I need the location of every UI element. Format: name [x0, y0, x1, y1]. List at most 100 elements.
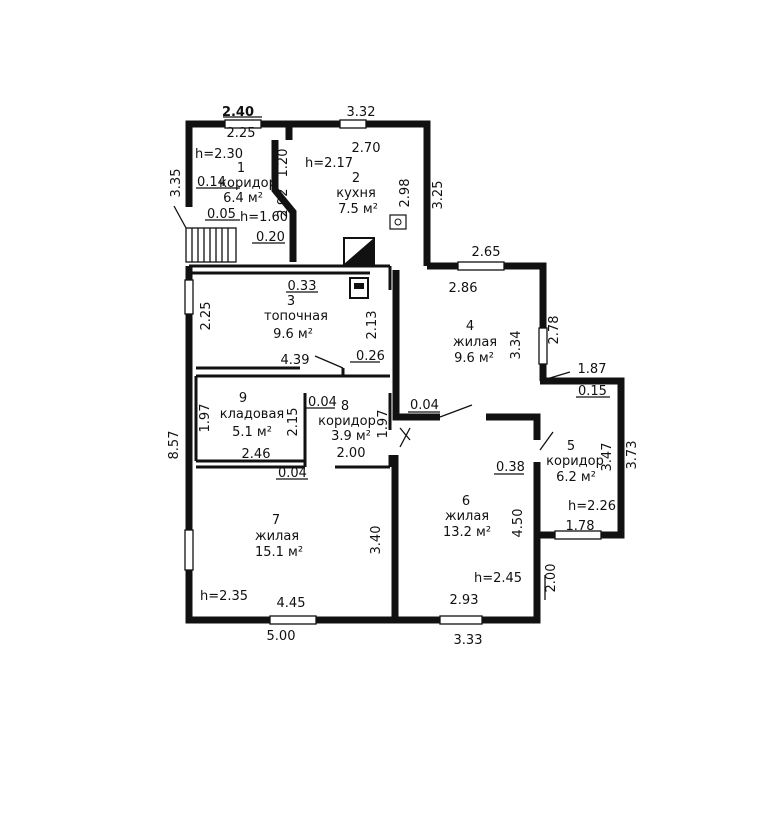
room-8-area: 3.9 м²: [331, 429, 371, 444]
dim-label: 3.40: [369, 526, 384, 555]
room-6-number: 6: [462, 494, 470, 509]
room-1: 1 коридор 6.4 м² h=2.30: [195, 147, 277, 206]
interior-walls: [189, 264, 392, 469]
room-2-name: кухня: [336, 186, 376, 201]
room-5-number: 5: [567, 439, 575, 454]
dim-label: 0.05: [207, 207, 236, 222]
dim-label: 4.45: [277, 596, 306, 611]
dim-label: 2.65: [472, 245, 501, 260]
dim-label: 0.04: [278, 466, 307, 481]
room-6-height: h=2.45: [474, 571, 522, 586]
room-7-area: 15.1 м²: [255, 545, 303, 560]
room-3-number: 3: [287, 294, 295, 309]
dim-label: 2.92: [276, 189, 291, 218]
room-3-name: топочная: [264, 309, 328, 324]
sink-symbol: [389, 214, 407, 230]
room-4-name: жилая: [453, 335, 497, 350]
room-2-height: h=2.17: [305, 156, 353, 171]
room-2: 2 кухня 7.5 м² h=2.17: [305, 156, 378, 217]
room-3: 3 топочная 9.6 м²: [264, 294, 328, 342]
dim-label: 0.20: [256, 230, 285, 245]
room-9-name: кладовая: [220, 407, 285, 422]
dim-label: 2.70: [352, 141, 381, 156]
room-5-name: коридор: [546, 454, 604, 469]
dim-label: 0.33: [288, 279, 317, 294]
room-1-number: 1: [237, 161, 245, 176]
window-kitchen: [339, 119, 367, 129]
dimension-labels: 2.40 2.25 3.32 2.70 3.35 0.14 1.20 2.92 …: [167, 105, 640, 648]
dim-label: 2.25: [227, 126, 256, 141]
dim-label: 2.00: [544, 564, 559, 593]
window-room4-top: [457, 261, 505, 271]
dim-label: 2.98: [398, 179, 413, 208]
dim-label: 3.32: [347, 105, 376, 120]
dim-label: 1.78: [566, 519, 595, 534]
dim-label: 2.13: [365, 311, 380, 340]
windows: [184, 119, 602, 625]
room-9: 9 кладовая 5.1 м²: [220, 391, 285, 440]
window-corridor1: [224, 119, 262, 129]
room-7-height: h=2.35: [200, 589, 248, 604]
window-room7-bottom: [269, 615, 317, 625]
room-1-name: коридор: [219, 176, 277, 191]
room-4-number: 4: [466, 319, 474, 334]
room-8-number: 8: [341, 399, 349, 414]
stove-symbol: [343, 237, 375, 299]
dim-label: 0.04: [308, 395, 337, 410]
dim-label: h=1.60: [240, 210, 288, 225]
window-room6-bottom: [439, 615, 483, 625]
dim-label: 4.39: [281, 353, 310, 368]
dim-label: 0.38: [496, 460, 525, 475]
dim-label: 4.50: [511, 509, 526, 538]
dim-label: 3.25: [431, 181, 446, 210]
room-4-area: 9.6 м²: [454, 351, 494, 366]
room-6-area: 13.2 м²: [443, 525, 491, 540]
dim-label: 2.93: [450, 593, 479, 608]
room-7-name: жилая: [255, 529, 299, 544]
dim-label: 0.26: [356, 349, 385, 364]
room-6-name: жилая: [445, 509, 489, 524]
dim-label: 3.73: [625, 441, 640, 470]
room-4: 4 жилая 9.6 м²: [453, 319, 497, 366]
window-room3-left: [184, 279, 194, 315]
room-2-number: 2: [352, 171, 360, 186]
room-8: 8 коридор 3.9 м²: [318, 399, 376, 444]
dim-label: 3.35: [169, 169, 184, 198]
room-1-area: 6.4 м²: [223, 191, 263, 206]
dim-label: 5.00: [267, 629, 296, 644]
dim-label: 2.40: [222, 105, 254, 120]
dim-label: 0.15: [578, 384, 607, 399]
room-5-height: h=2.26: [568, 499, 616, 514]
dim-label: 2.15: [286, 408, 301, 437]
dim-label: 2.25: [199, 302, 214, 331]
room-2-area: 7.5 м²: [338, 202, 378, 217]
dim-label: 3.47: [600, 443, 615, 472]
room-6: 6 жилая 13.2 м² h=2.45: [443, 494, 522, 586]
window-room4-right: [538, 327, 548, 365]
dim-label: 2.00: [337, 446, 366, 461]
dim-label: 0.14: [197, 175, 226, 190]
room-5: 5 коридор 6.2 м² h=2.26: [546, 439, 616, 514]
room-5-area: 6.2 м²: [556, 470, 596, 485]
window-room5-bottom: [554, 530, 602, 540]
door-swings: [314, 355, 571, 600]
dim-label: 2.78: [547, 316, 562, 345]
dim-label: 0.04: [410, 398, 439, 413]
dim-label: 1.87: [578, 362, 607, 377]
dim-label: 3.33: [454, 633, 483, 648]
window-room7-left: [184, 529, 194, 571]
room-7: 7 жилая 15.1 м² h=2.35: [200, 513, 303, 604]
dim-label: 1.97: [376, 410, 391, 439]
dim-label: 2.46: [242, 447, 271, 462]
stairs: [173, 205, 237, 263]
dimension-lines: [196, 116, 610, 480]
dim-label: 2.86: [449, 281, 478, 296]
room-8-name: коридор: [318, 414, 376, 429]
room-7-number: 7: [272, 513, 280, 528]
room-3-area: 9.6 м²: [273, 327, 313, 342]
dim-label: 8.57: [167, 431, 182, 460]
room-9-number: 9: [239, 391, 247, 406]
room-1-height: h=2.30: [195, 147, 243, 162]
room-9-area: 5.1 м²: [232, 425, 272, 440]
